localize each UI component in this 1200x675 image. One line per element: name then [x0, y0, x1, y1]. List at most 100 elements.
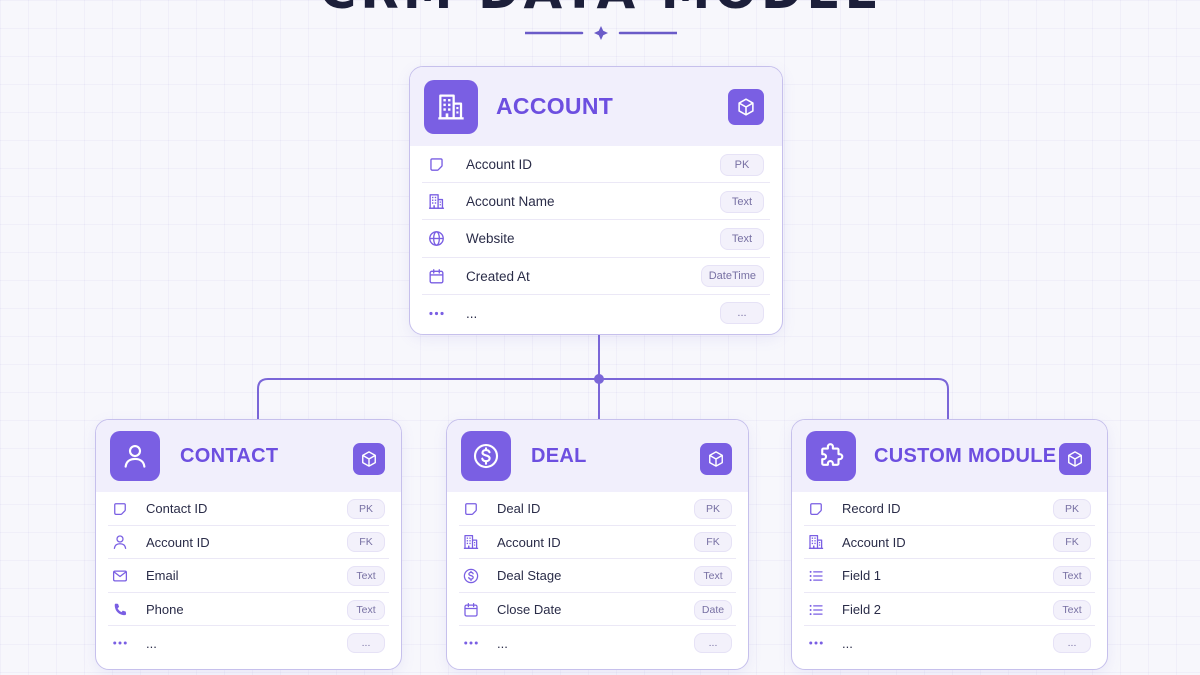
field-row[interactable]: Field 2 Text: [798, 593, 1101, 627]
field-name: Phone: [146, 602, 184, 618]
field-name: Website: [466, 231, 515, 247]
field-name: Field 1: [842, 568, 882, 584]
field-name: Field 2: [842, 602, 882, 618]
type-badge: PK: [720, 153, 764, 176]
contact-entity-card[interactable]: CONTACT Contact ID PK Account ID FK Emai…: [95, 419, 402, 670]
type-badge: FK: [347, 532, 385, 553]
connector-horizontal-bus: [257, 378, 949, 420]
field-name: Contact ID: [146, 501, 208, 517]
field-name: Record ID: [842, 501, 901, 517]
field-name: Deal ID: [497, 501, 541, 517]
field-name: Account ID: [146, 534, 210, 550]
user-icon: [110, 533, 130, 551]
field-name: ...: [146, 635, 157, 651]
deal-title: DEAL: [531, 444, 587, 467]
type-badge: DateTime: [700, 265, 764, 288]
field-row[interactable]: Field 1 Text: [798, 559, 1101, 593]
field-name: ...: [466, 305, 478, 321]
list-icon: [806, 601, 826, 619]
type-badge: Text: [347, 565, 385, 586]
type-badge: Text: [720, 227, 764, 250]
account-entity-card[interactable]: ACCOUNT Account ID PK Account Name Text …: [409, 66, 783, 335]
field-name: Account ID: [497, 534, 561, 550]
field-row[interactable]: Account ID FK: [798, 526, 1101, 560]
custom-module-entity-card[interactable]: CUSTOM MODULE Record ID PK Account ID FK…: [791, 419, 1108, 670]
type-badge: ...: [720, 302, 764, 325]
field-row-more[interactable]: ... ...: [453, 626, 742, 660]
field-row[interactable]: Account Name Text: [416, 183, 776, 221]
field-row[interactable]: Close Date Date: [453, 593, 742, 627]
custom-module-field-list: Record ID PK Account ID FK Field 1 Text …: [792, 492, 1107, 660]
cube-icon[interactable]: [728, 89, 764, 125]
puzzle-icon: [806, 431, 856, 481]
field-row[interactable]: Email Text: [102, 559, 395, 593]
type-badge: Date: [694, 599, 732, 620]
cube-icon[interactable]: [353, 443, 385, 475]
custom-module-card-header: CUSTOM MODULE: [792, 420, 1107, 492]
tag-icon: [461, 500, 481, 518]
more-icon: [806, 634, 826, 652]
dollar-icon: [461, 567, 481, 585]
field-name: Account ID: [842, 534, 906, 550]
field-row-more[interactable]: ... ...: [102, 626, 395, 660]
field-row[interactable]: Record ID PK: [798, 492, 1101, 526]
type-badge: ...: [1053, 633, 1091, 654]
phone-icon: [110, 601, 130, 619]
deal-entity-card[interactable]: DEAL Deal ID PK Account ID FK Deal Stage…: [446, 419, 749, 670]
building-icon: [425, 192, 447, 211]
list-icon: [806, 567, 826, 585]
globe-icon: [425, 229, 447, 248]
calendar-icon: [461, 601, 481, 619]
building-icon: [424, 79, 478, 134]
field-name: ...: [497, 635, 508, 651]
calendar-icon: [425, 267, 447, 286]
mail-icon: [110, 567, 130, 585]
field-name: Account Name: [466, 194, 555, 210]
type-badge: ...: [694, 633, 732, 654]
connector-junction-dot: [594, 374, 604, 384]
page-title: CRM DATA MODEL: [0, 0, 1200, 16]
field-row[interactable]: Account ID FK: [102, 526, 395, 560]
field-row-more[interactable]: ... ...: [416, 295, 776, 332]
type-badge: Text: [720, 190, 764, 213]
field-row[interactable]: Phone Text: [102, 593, 395, 627]
type-badge: Text: [694, 565, 732, 586]
title-ornament: [525, 26, 677, 40]
account-title: ACCOUNT: [496, 93, 614, 119]
field-row[interactable]: Account ID PK: [416, 146, 776, 184]
cube-icon[interactable]: [700, 443, 732, 475]
field-row[interactable]: Deal ID PK: [453, 492, 742, 526]
dollar-icon: [461, 431, 511, 481]
field-name: Email: [146, 568, 179, 584]
account-card-header: ACCOUNT: [410, 67, 782, 146]
tag-icon: [110, 500, 130, 518]
contact-field-list: Contact ID PK Account ID FK Email Text P…: [96, 492, 401, 660]
field-row[interactable]: Contact ID PK: [102, 492, 395, 526]
type-badge: FK: [1053, 532, 1091, 553]
type-badge: Text: [347, 599, 385, 620]
field-name: Close Date: [497, 602, 562, 618]
cube-icon[interactable]: [1059, 443, 1091, 475]
custom-module-title: CUSTOM MODULE: [874, 444, 1057, 467]
deal-field-list: Deal ID PK Account ID FK Deal Stage Text…: [447, 492, 748, 660]
tag-icon: [425, 155, 447, 174]
more-icon: [110, 634, 130, 652]
field-row[interactable]: Account ID FK: [453, 526, 742, 560]
field-name: Created At: [466, 268, 530, 284]
field-row[interactable]: Created At DateTime: [416, 258, 776, 295]
field-row[interactable]: Website Text: [416, 220, 776, 258]
field-name: Account ID: [466, 157, 533, 173]
field-row-more[interactable]: ... ...: [798, 626, 1101, 660]
account-field-list: Account ID PK Account Name Text Website …: [410, 146, 782, 332]
type-badge: PK: [694, 498, 732, 519]
more-icon: [461, 634, 481, 652]
contact-card-header: CONTACT: [96, 420, 401, 492]
field-row[interactable]: Deal Stage Text: [453, 559, 742, 593]
field-name: ...: [842, 635, 853, 651]
field-name: Deal Stage: [497, 568, 562, 584]
building-icon: [461, 533, 481, 551]
more-icon: [425, 304, 447, 323]
type-badge: PK: [347, 498, 385, 519]
contact-title: CONTACT: [180, 444, 279, 467]
type-badge: Text: [1053, 599, 1091, 620]
